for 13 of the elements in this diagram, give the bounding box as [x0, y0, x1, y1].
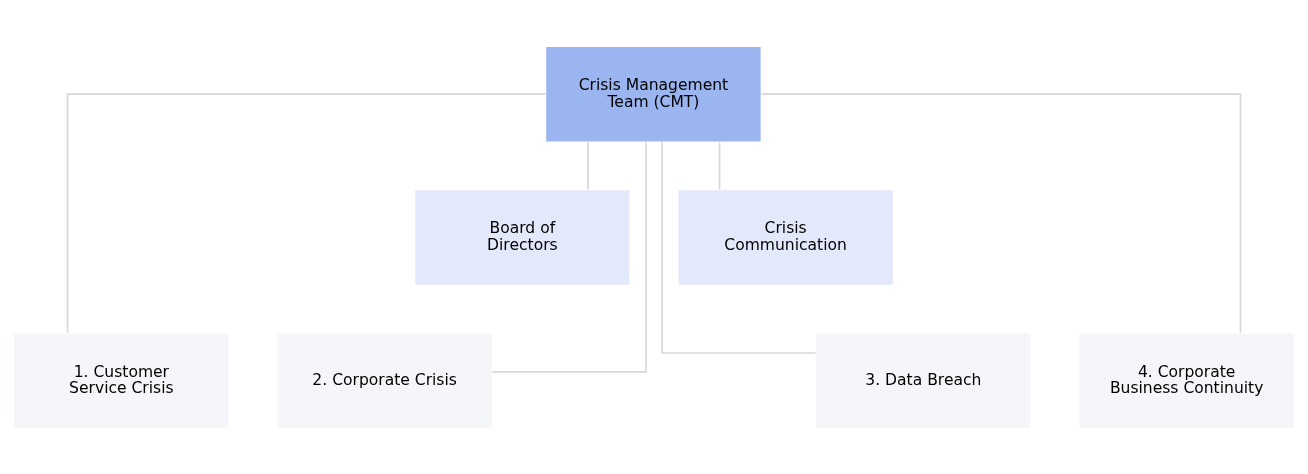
connector: [491, 140, 647, 373]
node-box: Crisis Communication: [677, 188, 894, 286]
connector: [661, 140, 817, 354]
node-box: Crisis Management Team (CMT): [545, 45, 762, 143]
connector: [66, 92, 547, 334]
node-box: 2. Corporate Crisis: [276, 331, 493, 429]
connector: [587, 141, 589, 190]
node-box: 4. Corporate Business Continuity: [1078, 331, 1295, 429]
connector: [718, 141, 721, 190]
node-box: 1. Customer Service Crisis: [13, 331, 230, 429]
node-box: Board of Directors: [414, 188, 631, 286]
node-box: 3. Data Breach: [815, 331, 1032, 429]
connector: [760, 92, 1242, 334]
